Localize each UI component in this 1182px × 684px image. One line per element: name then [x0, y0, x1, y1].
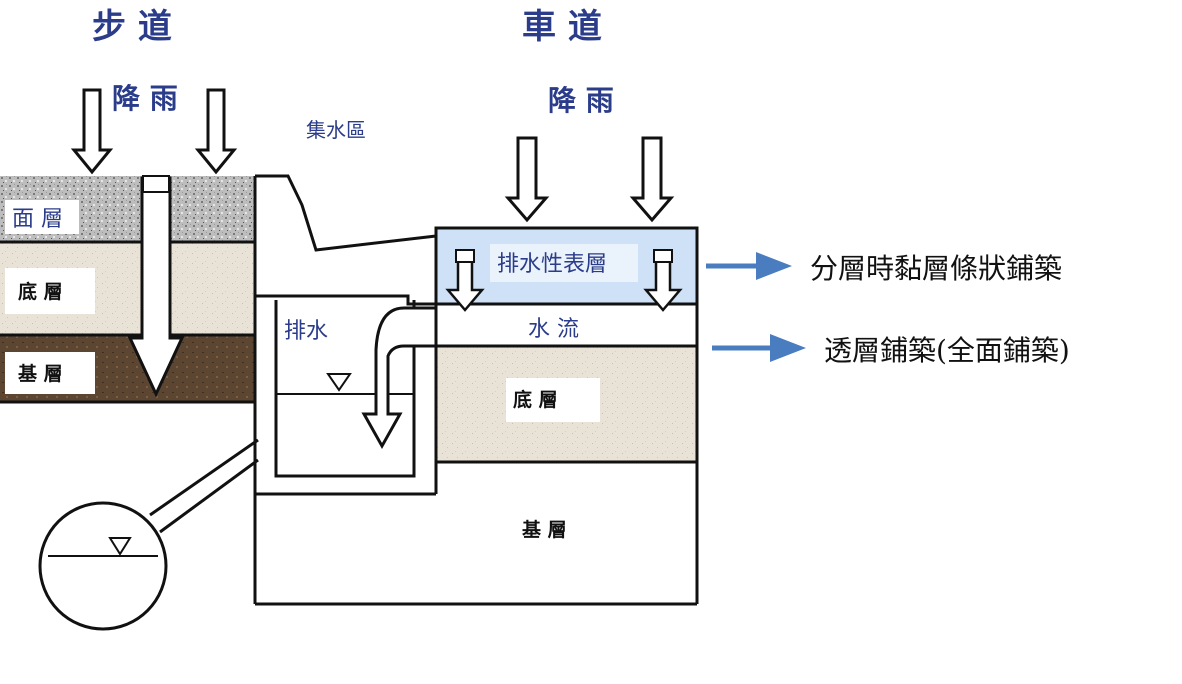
rain-arrow-right-2: [629, 136, 675, 223]
label-permeable-surface: 排水性表層: [497, 252, 607, 277]
roadway-section: [434, 136, 699, 464]
rain-arrow-left-2: [194, 88, 238, 175]
label-water-flow: 水 流: [528, 317, 579, 342]
flow-arrow: [361, 306, 436, 450]
outlet-pipe: [38, 438, 259, 631]
label-road-base: 底 層: [513, 388, 558, 411]
note-full-prime: 透層鋪築(全面鋪築): [824, 334, 1070, 367]
pointer-arrow-layered: [756, 252, 792, 280]
label-road-subbase: 基 層: [521, 518, 567, 541]
label-rain-right: 降 雨: [548, 84, 614, 117]
label-roadway: 車 道: [522, 7, 602, 47]
pointer-arrows: [706, 252, 806, 362]
gutter-and-foundation: [253, 294, 699, 606]
note-layered-tack: 分層時黏層條狀鋪築: [810, 252, 1062, 285]
water-flow-layer: [434, 302, 699, 348]
label-sidewalk-surface: 面 層: [12, 207, 63, 232]
water-level-marker: [326, 373, 352, 392]
manhole-chamber: [38, 501, 168, 631]
sidewalk-drain-arrow: [127, 176, 185, 398]
sidewalk-section: [0, 88, 255, 404]
label-sidewalk: 步 道: [92, 7, 172, 47]
label-sidewalk-subbase: 基 層: [17, 362, 63, 385]
rain-arrow-right-1: [504, 136, 550, 223]
label-drainage: 排水: [284, 319, 328, 344]
pointer-arrow-full: [770, 334, 806, 362]
label-sidewalk-base: 底 層: [18, 280, 63, 303]
label-rain-left: 降 雨: [112, 82, 178, 115]
rain-arrow-left-1: [70, 88, 114, 175]
label-catchment: 集水區: [306, 118, 366, 142]
